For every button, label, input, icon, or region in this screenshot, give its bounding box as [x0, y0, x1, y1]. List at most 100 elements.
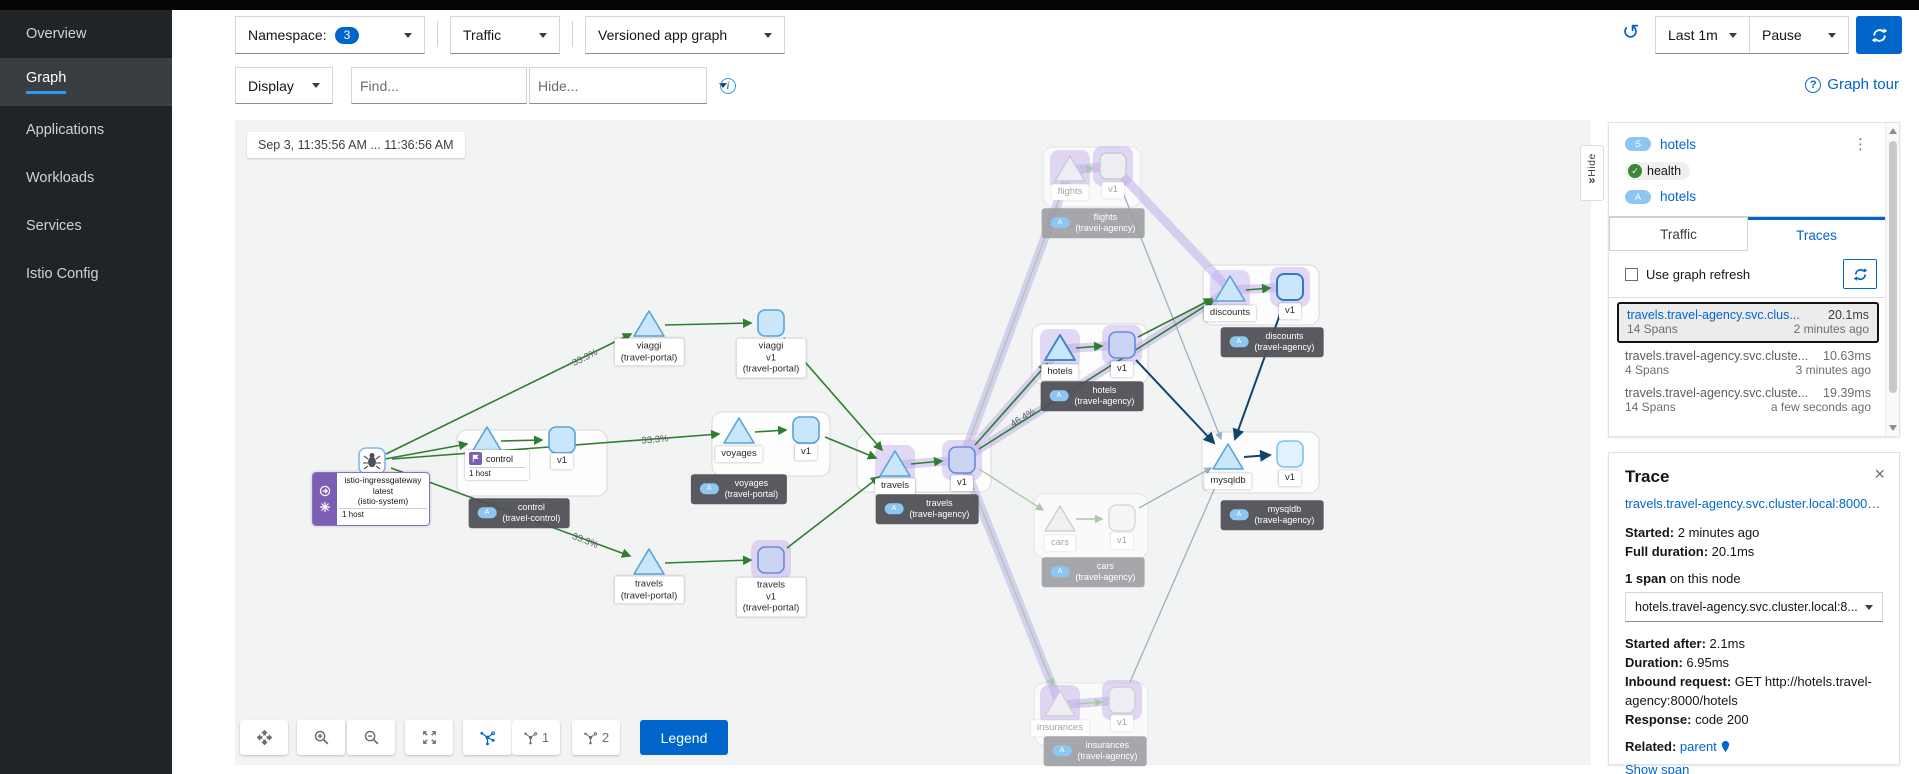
graph-timestamp: Sep 3, 11:35:56 AM ... 11:36:56 AM [247, 132, 465, 158]
node-cars-v1[interactable] [1108, 504, 1136, 532]
node-viaggi-app[interactable] [633, 310, 665, 337]
hide-panel-tab[interactable]: Hide » [1580, 145, 1604, 201]
find-input[interactable] [360, 77, 541, 94]
sidebar-item-overview[interactable]: Overview [26, 26, 87, 42]
use-graph-refresh-checkbox[interactable] [1625, 267, 1638, 281]
trace-row[interactable]: travels.travel-agency.svc.cluste...19.39… [1625, 386, 1871, 414]
chevron-down-icon [764, 32, 772, 38]
graph-type-dropdown[interactable]: Versioned app graph [585, 16, 785, 54]
close-icon[interactable]: × [1874, 464, 1885, 484]
app-badge: A [1049, 390, 1069, 402]
node-label-control-v1: v1 [550, 453, 574, 469]
panel-scrollbar[interactable] [1885, 123, 1899, 436]
service-badge: S [1625, 137, 1652, 151]
traces-refresh-button[interactable] [1843, 259, 1877, 289]
tab-traffic[interactable]: Traffic [1609, 217, 1748, 251]
fit-to-screen-button[interactable] [405, 720, 453, 755]
trace-url-link[interactable]: travels.travel-agency.svc.cluster.local:… [1625, 496, 1883, 511]
time-range-dropdown[interactable]: Last 1m [1655, 16, 1750, 54]
node-insurances-app[interactable] [1044, 690, 1076, 717]
hide-input[interactable] [538, 77, 719, 94]
show-span-link[interactable]: Show span [1625, 762, 1690, 774]
toolbar-divider [572, 21, 573, 47]
node-discounts-v1[interactable] [1276, 273, 1304, 301]
service-link-hotels[interactable]: hotels [1660, 136, 1697, 152]
sidebar-item-services[interactable]: Services [26, 218, 82, 234]
node-hotels-app[interactable] [1044, 334, 1076, 361]
legend-button[interactable]: Legend [640, 720, 728, 755]
node-voyages-v1[interactable] [792, 416, 820, 444]
node-label-insurances: insurances [1031, 720, 1089, 736]
sidebar-item-graph[interactable]: Graph [0, 58, 172, 106]
layout-default-button[interactable] [463, 720, 512, 755]
node-travels-v1[interactable] [948, 446, 976, 474]
node-control-v1[interactable] [548, 426, 576, 454]
app-badge: A [1229, 336, 1249, 348]
span-related: Related: parent [1625, 737, 1883, 756]
node-istio-ingressgateway-box[interactable]: istio-ingressgateway latest (istio-syste… [312, 472, 430, 526]
node-mysqldb-v1[interactable] [1276, 440, 1304, 468]
kebab-menu-icon[interactable]: ⋮ [1853, 136, 1869, 153]
history-icon[interactable]: ↺ [1622, 21, 1640, 44]
namespace-dropdown[interactable]: Namespace: 3 [235, 16, 425, 54]
app-badge: A [1229, 509, 1249, 521]
node-label-travels: travels [875, 478, 915, 494]
scrollbar-thumb[interactable] [1889, 141, 1897, 393]
node-label-viaggi: viaggi(travel-portal) [614, 338, 684, 366]
sidebar-item-istio-config[interactable]: Istio Config [26, 266, 99, 282]
node-cars-app[interactable] [1044, 505, 1076, 532]
node-discounts-app[interactable] [1214, 275, 1246, 302]
info-icon[interactable]: i [720, 78, 736, 94]
sidebar-item-workloads[interactable]: Workloads [26, 170, 95, 186]
scroll-down-icon[interactable] [1889, 425, 1897, 431]
display-dropdown[interactable]: Display [235, 67, 333, 104]
node-mysqldb-app[interactable] [1212, 443, 1244, 470]
span-node-select[interactable]: hotels.travel-agency.svc.cluster.local:8… [1625, 592, 1883, 622]
node-travels-portal-v1[interactable] [757, 546, 785, 574]
zoom-out-button[interactable] [347, 720, 395, 755]
node-label-voyages: voyages [715, 446, 763, 462]
pan-button[interactable] [240, 720, 288, 755]
move-icon [256, 729, 272, 746]
node-flights-app[interactable] [1054, 155, 1086, 182]
root-traffic-icon [319, 485, 331, 497]
traffic-dropdown[interactable]: Traffic [450, 16, 560, 54]
gateway-node-label: istio-ingressgateway latest (istio-syste… [337, 473, 429, 525]
node-insurances-v1[interactable] [1108, 686, 1136, 714]
tab-traces[interactable]: Traces [1748, 217, 1885, 251]
trace-row[interactable]: travels.travel-agency.svc.cluste...10.63… [1625, 349, 1871, 377]
node-flights-v1[interactable] [1099, 152, 1127, 180]
node-viaggi-v1[interactable] [757, 309, 785, 337]
node-voyages-app[interactable] [723, 417, 755, 444]
node-travels-portal-app[interactable] [633, 548, 665, 575]
refresh-button[interactable] [1856, 16, 1902, 54]
layout-2-button[interactable]: 2 [572, 720, 620, 755]
node-label-flights-v1: v1 [1101, 182, 1125, 198]
node-label-travels-v1: v1 [950, 475, 974, 491]
graph-canvas[interactable]: Sep 3, 11:35:56 AM ... 11:36:56 AM 33.3%… [235, 120, 1604, 766]
layout-1-button[interactable]: 1 [512, 720, 560, 755]
node-travels-app[interactable] [879, 450, 911, 477]
chevron-down-icon [539, 32, 547, 38]
trace-row-selected[interactable]: travels.travel-agency.svc.clus...20.1ms … [1617, 302, 1879, 343]
related-parent-link[interactable]: parent [1679, 739, 1717, 754]
node-label-mysqldb: mysqldb [1204, 473, 1252, 489]
graph-tour-link[interactable]: ? Graph tour [1805, 76, 1899, 93]
refresh-mode-dropdown[interactable]: Pause [1749, 16, 1849, 54]
control-workload-chip[interactable]: control 1 host [465, 450, 529, 480]
namespace-label: Namespace: [248, 27, 327, 43]
node-hotels-v1[interactable] [1108, 331, 1136, 359]
sidebar-item-applications[interactable]: Applications [26, 122, 105, 138]
scroll-up-icon[interactable] [1889, 128, 1897, 134]
app-link-hotels[interactable]: hotels [1660, 189, 1697, 204]
zoom-in-button[interactable] [297, 720, 345, 755]
